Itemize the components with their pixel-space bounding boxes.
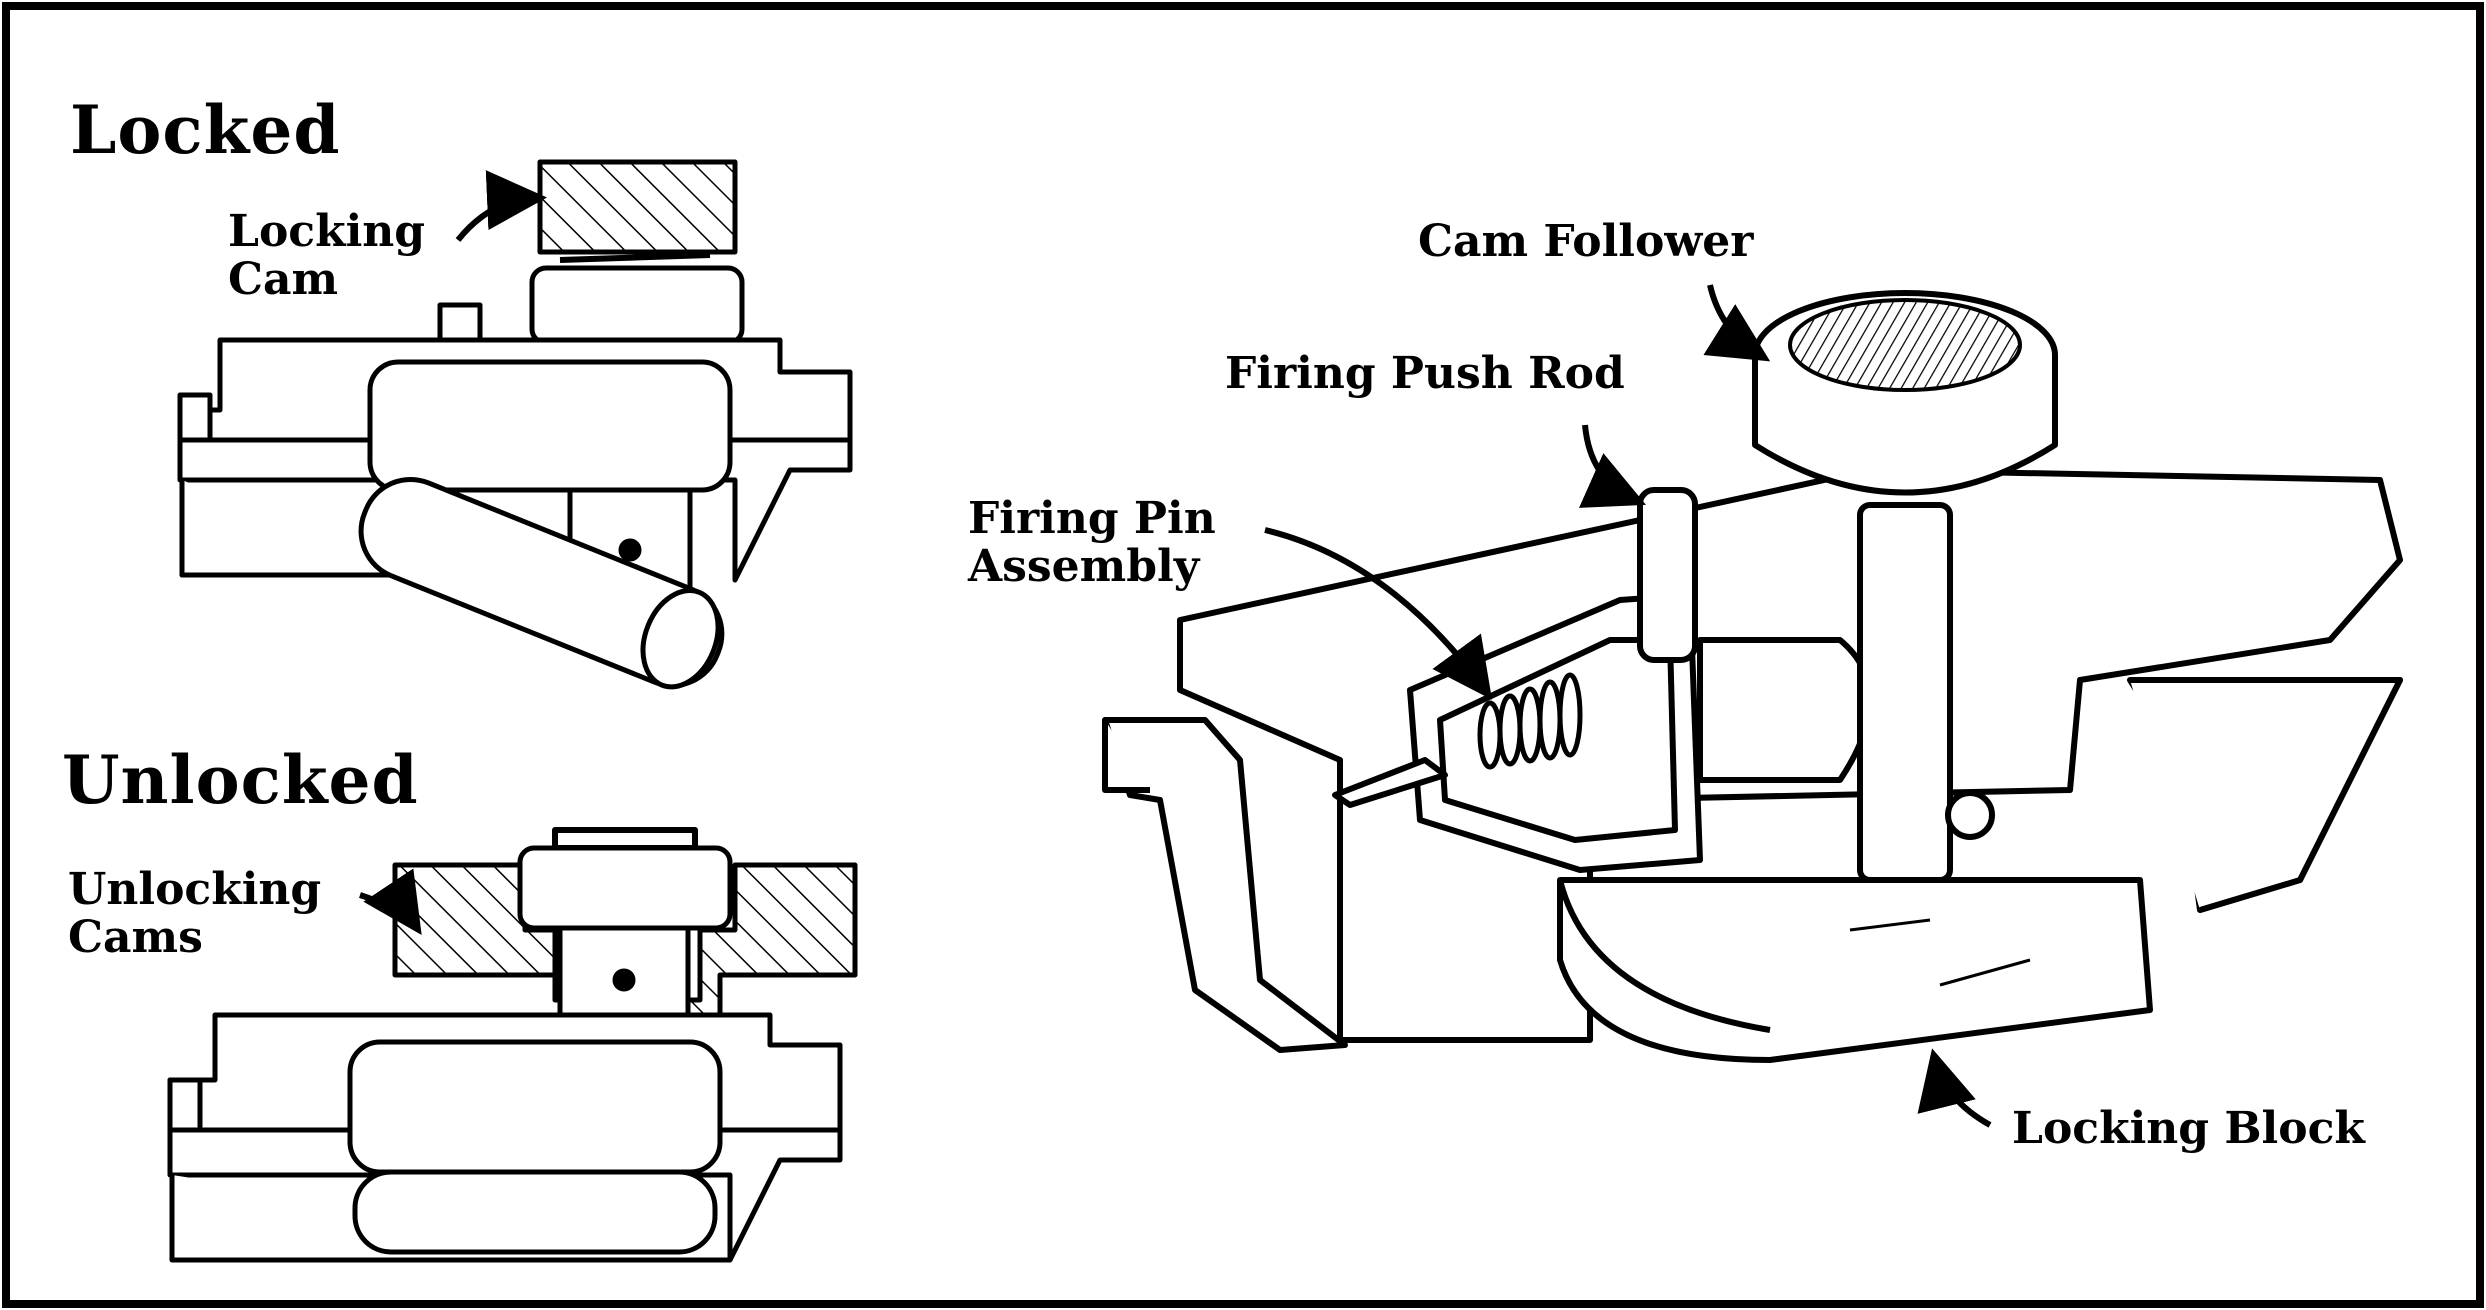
leader-arrows <box>359 170 1992 1128</box>
label-firing-push-rod: Firing Push Rod <box>1225 348 1625 399</box>
label-locking-block: Locking Block <box>2012 1103 2365 1154</box>
arrow-cam-follower <box>1703 284 1771 362</box>
label-unlocking-cams: Unlocking Cams <box>68 864 322 963</box>
locked-hatched-block <box>537 159 738 255</box>
firing-pin-spring <box>1477 672 1583 770</box>
unlocked-title: Unlocked <box>62 741 419 819</box>
label-locking-cam: Locking Cam <box>228 206 426 305</box>
locked-title: Locked <box>70 91 341 169</box>
bolt-assembly <box>1102 290 2403 1063</box>
arrow-unlocking-cams <box>359 868 422 935</box>
arrow-locking-cam <box>455 170 547 242</box>
arrow-firing-push-rod <box>1578 424 1646 508</box>
label-cam-follower: Cam Follower <box>1418 216 1754 267</box>
label-firing-pin-assembly: Firing Pin Assembly <box>968 493 1216 592</box>
locked-mechanism <box>177 159 853 690</box>
arrow-firing-pin <box>1264 527 1493 700</box>
unlocked-mechanism <box>167 827 858 1263</box>
arrow-locking-block <box>1917 1048 1992 1128</box>
